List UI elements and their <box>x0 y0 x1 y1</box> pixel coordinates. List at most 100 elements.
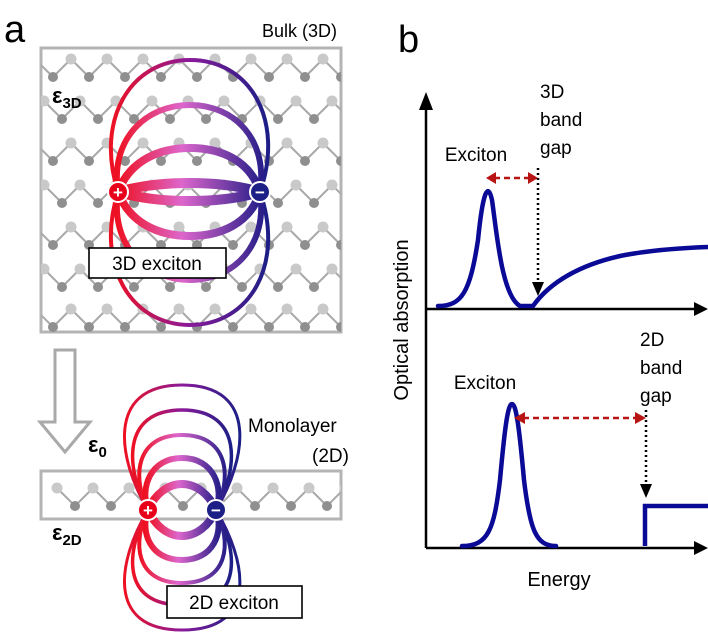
lattice-atom <box>74 263 86 275</box>
bottom-binding-arrowhead-right <box>635 412 646 424</box>
hole-charge-3d <box>107 181 129 203</box>
top-gap-label-line2: band <box>540 110 582 131</box>
lattice-atom <box>309 198 319 208</box>
lattice-atom <box>290 263 302 275</box>
lattice-atom <box>336 240 341 250</box>
lattice-atom <box>87 482 99 494</box>
lattice-atom <box>156 156 166 166</box>
lattice-atom <box>209 137 221 149</box>
lattice-atom <box>65 221 77 233</box>
y-axis-arrowhead <box>419 92 433 110</box>
lattice-atom <box>336 72 341 82</box>
panel-letter-a: a <box>4 9 26 51</box>
lattice-atom <box>273 114 283 124</box>
lattice-atom <box>345 282 355 292</box>
lattice-atom <box>286 501 296 511</box>
lattice-atom <box>41 263 50 275</box>
lattice-atom <box>165 114 175 124</box>
minus-sign-3d: − <box>255 183 265 202</box>
lattice-atom <box>326 95 338 107</box>
lattice-atom <box>317 53 329 65</box>
plus-sign-2d: + <box>143 501 153 520</box>
top-gap-label-line3: gap <box>540 138 572 159</box>
lattice-atom <box>273 282 283 292</box>
panel-a: a Bulk (3D) + − ε3D 3D exciton <box>4 9 355 632</box>
lattice-atom <box>281 53 293 65</box>
bottom-exciton-label: Exciton <box>454 373 516 394</box>
top-baseline-arrowhead <box>694 302 708 316</box>
lattice-atom <box>322 501 332 511</box>
panel-b: b Optical absorption Energy Exciton 3D b… <box>391 19 708 591</box>
bottom-gap-label-line2: band <box>640 358 682 379</box>
minus-sign-2d: − <box>211 501 221 520</box>
lattice-atom <box>326 179 338 191</box>
lattice-atom <box>93 198 103 208</box>
lattice-atom <box>146 95 158 107</box>
top-binding-arrowhead-left <box>486 172 496 184</box>
x-axis-label: Energy <box>527 569 590 591</box>
lattice-atom <box>173 221 185 233</box>
lattice-atom <box>51 482 63 494</box>
top-gap-arrowhead <box>532 282 544 296</box>
lattice-atom <box>70 501 80 511</box>
lattice-atom <box>48 240 58 250</box>
lattice-atom <box>173 303 185 315</box>
field-line-mid-bottom <box>113 191 265 284</box>
lattice-atom <box>201 114 211 124</box>
lattice-atom <box>192 72 202 82</box>
lattice-atom <box>57 114 67 124</box>
lattice-atom <box>48 72 58 82</box>
lattice-atom <box>303 482 315 494</box>
epsilon-0-label: ε0 <box>88 432 107 461</box>
exciton-2d-field-lines <box>123 383 242 632</box>
top-exciton-peak <box>435 189 535 309</box>
lattice-atom <box>156 72 166 82</box>
top-gap-label-line1: 3D <box>540 82 564 103</box>
lattice-atom <box>74 179 86 191</box>
exciton-3d-label-box <box>88 247 227 279</box>
lattice-atom <box>93 282 103 292</box>
lattice-atom <box>245 53 257 65</box>
lattice-atom <box>300 322 310 332</box>
electron-charge-3d <box>249 181 271 203</box>
field-2d-2-top <box>130 408 234 511</box>
lattice-atom <box>93 114 103 124</box>
lattice-atom <box>267 482 279 494</box>
lattice-atom <box>336 156 341 166</box>
x-axis-arrowhead <box>694 541 708 555</box>
lattice-atom <box>201 282 211 292</box>
exciton-3d-label: 3D exciton <box>112 254 202 275</box>
panel-letter-b: b <box>398 19 419 61</box>
bottom-gap-arrowhead <box>640 484 652 498</box>
lattice-atom <box>281 137 293 149</box>
epsilon-2d-label: ε2D <box>52 520 82 549</box>
field-2d-4-top <box>142 454 222 512</box>
top-binding-arrowhead-right <box>528 172 538 184</box>
field-2d-5-top <box>144 479 220 512</box>
bottom-exciton-peak <box>459 401 559 549</box>
electron-hole-2d: + − <box>137 499 227 521</box>
electron-hole-3d: + − <box>107 181 271 203</box>
field-2d-3-bottom <box>137 509 227 586</box>
lattice-atom <box>209 303 221 315</box>
lattice-atom <box>30 138 41 149</box>
field-2d-1-top <box>123 383 242 511</box>
lattice-atom <box>317 137 329 149</box>
monolayer-label-line2: (2D) <box>312 446 349 467</box>
lattice-atom <box>300 156 310 166</box>
lattice-atom <box>250 501 260 511</box>
lattice-atom <box>281 221 293 233</box>
lattice-atom <box>290 95 302 107</box>
field-2d-4-bottom <box>142 508 222 564</box>
lattice-atom <box>309 282 319 292</box>
lattice-atom <box>120 322 130 332</box>
lattice-atom <box>106 501 116 511</box>
lattice-atom <box>317 221 329 233</box>
lattice-atom <box>65 53 77 65</box>
lattice-atom <box>30 304 41 315</box>
lattice-atom <box>231 482 243 494</box>
exciton-2d-label-box <box>166 585 303 619</box>
field-2d-5-bottom <box>144 508 220 541</box>
bottom-gap-label-line1: 2D <box>640 330 664 351</box>
